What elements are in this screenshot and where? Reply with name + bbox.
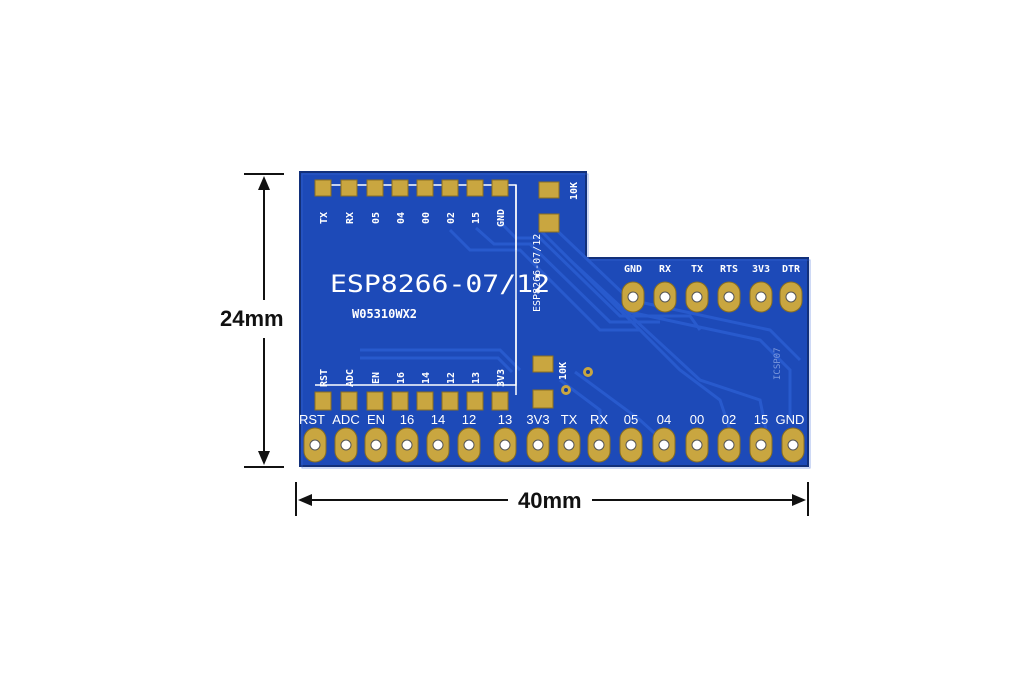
pin-label: 04 xyxy=(657,412,671,427)
top-pad-label: 05 xyxy=(371,212,382,224)
pin-label: 02 xyxy=(722,412,736,427)
top-pad-label: RX xyxy=(345,212,356,224)
pin-holes xyxy=(303,427,805,463)
bottom-pad-label: RST xyxy=(319,369,330,387)
pin-label: 00 xyxy=(690,412,704,427)
top-pad-label: TX xyxy=(319,212,330,224)
bottom-pad-label: EN xyxy=(371,372,382,384)
top-smd-pads xyxy=(314,179,509,197)
bottom-pad-label: 3V3 xyxy=(496,369,507,387)
header-label: RTS xyxy=(720,264,738,275)
pin-label: 12 xyxy=(462,412,476,427)
pin-label: RX xyxy=(590,412,608,427)
resistor-top-label: 10K xyxy=(569,182,580,200)
height-dimension xyxy=(244,173,284,468)
pin-label: 15 xyxy=(754,412,768,427)
header-label: DTR xyxy=(782,264,801,275)
pin-label: RST xyxy=(299,412,325,427)
pin-label: 13 xyxy=(498,412,512,427)
resistor-pads xyxy=(532,181,560,409)
bottom-pad-label: 16 xyxy=(396,372,407,384)
bottom-pad-label: 14 xyxy=(421,372,432,384)
bottom-smd-pads xyxy=(314,391,509,411)
height-label: 24mm xyxy=(220,306,284,332)
header-label: 3V3 xyxy=(752,264,770,275)
resistor-bottom-label: 10K xyxy=(558,362,569,380)
top-pad-label: 02 xyxy=(446,212,457,224)
top-pad-label: 00 xyxy=(421,212,432,224)
top-pad-label: 15 xyxy=(471,212,482,224)
width-dimension xyxy=(295,482,809,516)
corner-mark: ICSP07 xyxy=(773,347,783,380)
pin-label: 05 xyxy=(624,412,638,427)
pin-label: EN xyxy=(367,412,385,427)
header-label: RX xyxy=(659,264,671,275)
side-label: ESP8266-07/12 xyxy=(532,234,543,312)
top-pad-label: GND xyxy=(496,209,507,227)
header-label: GND xyxy=(624,264,642,275)
header-label: TX xyxy=(691,264,703,275)
header-holes xyxy=(621,281,803,313)
module-title: ESP8266-07/12 xyxy=(330,270,550,298)
module-code: W05310WX2 xyxy=(352,307,417,321)
pin-label: TX xyxy=(561,412,578,427)
pin-label: ADC xyxy=(332,412,359,427)
pin-label: 16 xyxy=(400,412,414,427)
width-label: 40mm xyxy=(512,488,588,514)
pin-label: GND xyxy=(776,412,805,427)
bottom-pad-label: 13 xyxy=(471,372,482,384)
bottom-pad-label: ADC xyxy=(345,369,356,387)
pin-label: 14 xyxy=(431,412,445,427)
pin-label: 3V3 xyxy=(526,412,549,427)
bottom-pad-label: 12 xyxy=(446,372,457,384)
top-pad-label: 04 xyxy=(396,212,407,224)
